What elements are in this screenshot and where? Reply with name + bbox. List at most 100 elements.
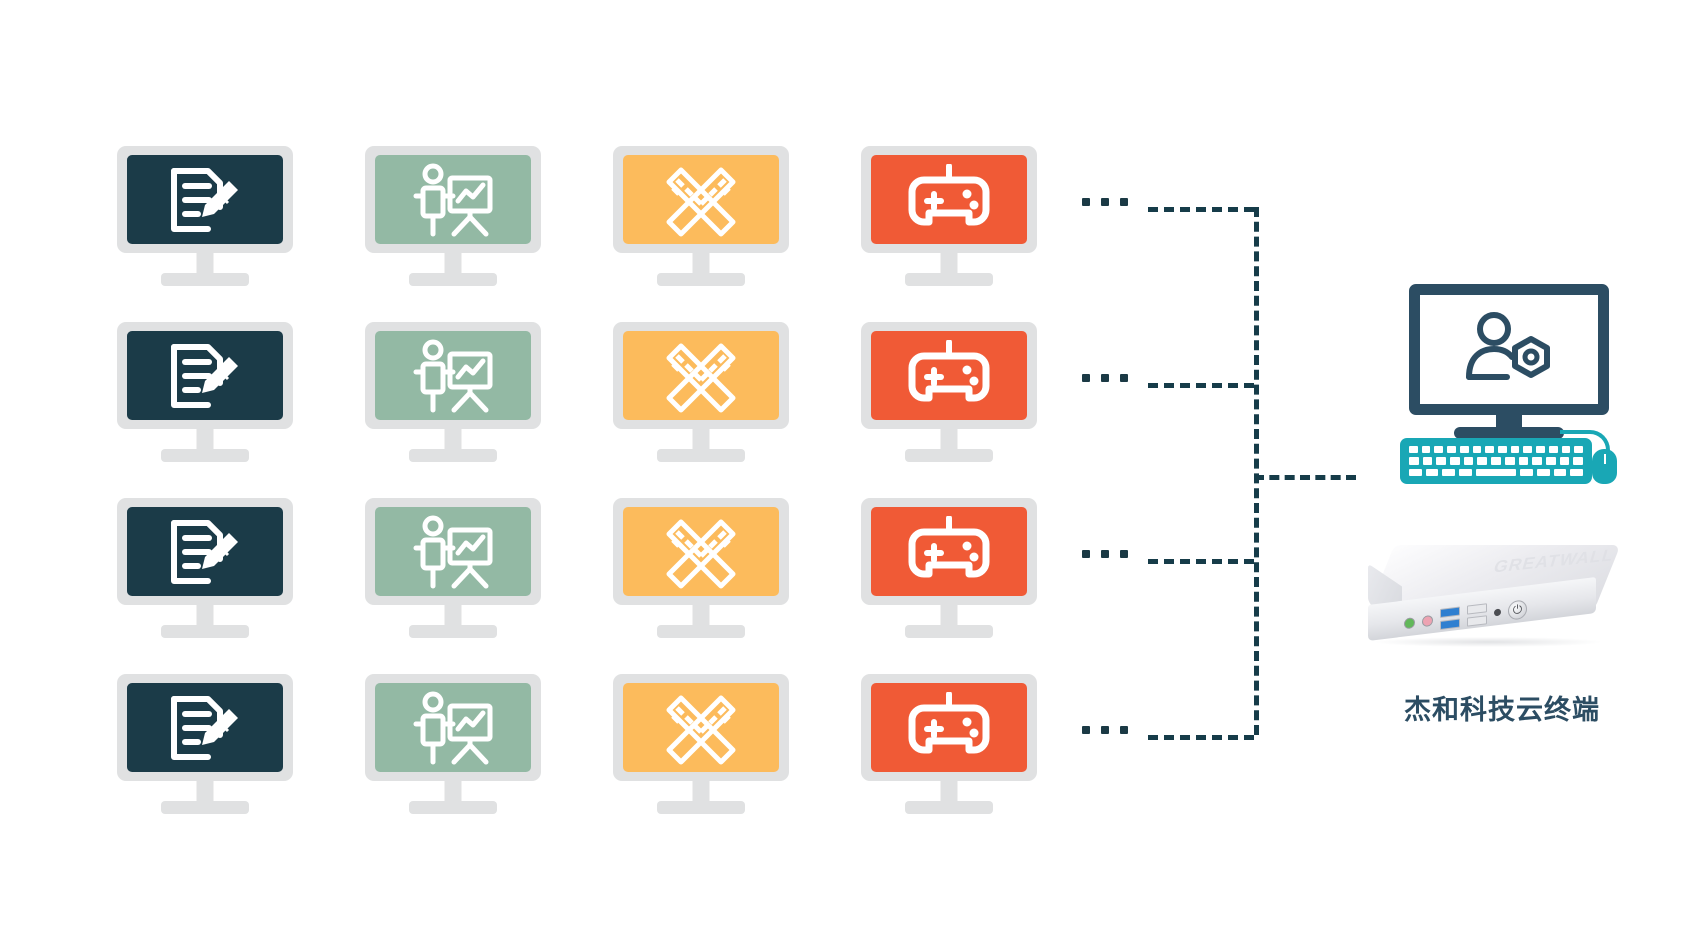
workstation-base	[409, 449, 497, 462]
keyboard-key[interactable]	[1561, 446, 1571, 454]
workstation-base	[657, 273, 745, 286]
keyboard-key[interactable]	[1485, 446, 1495, 454]
user-settings-icon	[1461, 307, 1557, 392]
keyboard-key[interactable]	[1425, 468, 1439, 476]
usb2-ports-icon	[1467, 602, 1487, 627]
workstation-screen	[871, 155, 1027, 244]
keyboard-key[interactable]	[1409, 457, 1419, 465]
keyboard-key[interactable]	[1477, 457, 1488, 465]
ellipsis-row-2	[1082, 374, 1128, 382]
workstation-base	[409, 273, 497, 286]
workstation-base	[161, 801, 249, 814]
workstation-screen	[127, 507, 283, 596]
workstation-game-controller-3[interactable]	[861, 498, 1037, 638]
workstation-game-controller-1[interactable]	[861, 146, 1037, 286]
keyboard-key[interactable]	[1409, 446, 1418, 454]
workstation-bezel	[365, 498, 541, 605]
workstation-document-edit-2[interactable]	[117, 322, 293, 462]
connector-branch-1	[1148, 207, 1254, 212]
keyboard-key[interactable]	[1475, 468, 1517, 476]
keyboard-key[interactable]	[1545, 457, 1556, 465]
keyboard-key[interactable]	[1570, 468, 1583, 476]
workstation-game-controller-4[interactable]	[861, 674, 1037, 814]
game-controller-icon	[906, 691, 992, 764]
dc-power-jack-icon	[1494, 608, 1501, 616]
admin-monitor	[1409, 284, 1609, 449]
connector-branch-2	[1148, 383, 1254, 388]
mouse[interactable]	[1592, 449, 1617, 484]
workstation-screen	[127, 155, 283, 244]
keyboard-key[interactable]	[1421, 446, 1431, 454]
presentation-chart-icon	[412, 339, 494, 413]
keyboard-row-1	[1409, 446, 1584, 454]
keyboard-row-2	[1409, 457, 1583, 465]
workstation-base	[657, 449, 745, 462]
game-controller-icon	[906, 339, 992, 412]
keyboard-key[interactable]	[1520, 468, 1533, 476]
admin-monitor-neck	[1496, 413, 1522, 429]
keyboard-key[interactable]	[1472, 446, 1482, 454]
workstation-neck	[940, 779, 958, 803]
keyboard-key[interactable]	[1548, 446, 1558, 454]
workstation-neck	[940, 251, 958, 275]
keyboard-key[interactable]	[1523, 446, 1533, 454]
power-button-icon[interactable]: ⏻	[1508, 598, 1527, 621]
workstation-bezel	[861, 674, 1037, 781]
game-controller-icon	[906, 163, 992, 236]
keyboard-key[interactable]	[1559, 457, 1570, 465]
workstation-presentation-chart-1[interactable]	[365, 146, 541, 286]
keyboard-key[interactable]	[1498, 446, 1507, 454]
keyboard-key[interactable]	[1536, 446, 1545, 454]
keyboard-key[interactable]	[1450, 457, 1460, 465]
workstation-pencil-ruler-3[interactable]	[613, 498, 789, 638]
keyboard-key[interactable]	[1409, 468, 1422, 476]
workstation-neck	[196, 779, 214, 803]
presentation-chart-icon	[412, 515, 494, 589]
workstation-pencil-ruler-1[interactable]	[613, 146, 789, 286]
ellipsis-row-3	[1082, 550, 1128, 558]
presentation-chart-icon	[412, 691, 494, 765]
device-shadow	[1376, 637, 1600, 647]
workstation-pencil-ruler-2[interactable]	[613, 322, 789, 462]
keyboard-key[interactable]	[1553, 468, 1567, 476]
keyboard-key[interactable]	[1504, 457, 1515, 465]
audio-out-jack-icon	[1404, 616, 1415, 629]
mouse-cable	[1560, 430, 1610, 460]
connector-trunk	[1254, 475, 1356, 480]
connector-bus	[1254, 207, 1259, 735]
keyboard-key[interactable]	[1442, 468, 1456, 476]
workstation-presentation-chart-3[interactable]	[365, 498, 541, 638]
workstation-presentation-chart-4[interactable]	[365, 674, 541, 814]
keyboard-key[interactable]	[1573, 457, 1583, 465]
keyboard-key[interactable]	[1536, 468, 1550, 476]
keyboard[interactable]	[1400, 438, 1592, 484]
workstation-document-edit-1[interactable]	[117, 146, 293, 286]
workstation-neck	[940, 427, 958, 451]
document-edit-icon	[166, 516, 244, 588]
workstation-bezel	[613, 498, 789, 605]
keyboard-key[interactable]	[1532, 457, 1542, 465]
keyboard-key[interactable]	[1434, 446, 1444, 454]
workstation-base	[409, 801, 497, 814]
workstation-document-edit-3[interactable]	[117, 498, 293, 638]
keyboard-key[interactable]	[1574, 446, 1584, 454]
keyboard-key[interactable]	[1510, 446, 1520, 454]
keyboard-key[interactable]	[1447, 446, 1456, 454]
workstation-neck	[692, 427, 710, 451]
pencil-ruler-icon	[661, 162, 741, 238]
keyboard-key[interactable]	[1491, 457, 1501, 465]
workstation-neck	[444, 779, 462, 803]
workstation-neck	[196, 251, 214, 275]
keyboard-key[interactable]	[1459, 468, 1472, 476]
keyboard-key[interactable]	[1459, 446, 1469, 454]
keyboard-key[interactable]	[1518, 457, 1529, 465]
pencil-ruler-icon	[661, 338, 741, 414]
workstation-pencil-ruler-4[interactable]	[613, 674, 789, 814]
workstation-bezel	[365, 146, 541, 253]
keyboard-key[interactable]	[1422, 457, 1433, 465]
workstation-game-controller-2[interactable]	[861, 322, 1037, 462]
workstation-document-edit-4[interactable]	[117, 674, 293, 814]
keyboard-key[interactable]	[1463, 457, 1474, 465]
workstation-presentation-chart-2[interactable]	[365, 322, 541, 462]
keyboard-key[interactable]	[1436, 457, 1447, 465]
